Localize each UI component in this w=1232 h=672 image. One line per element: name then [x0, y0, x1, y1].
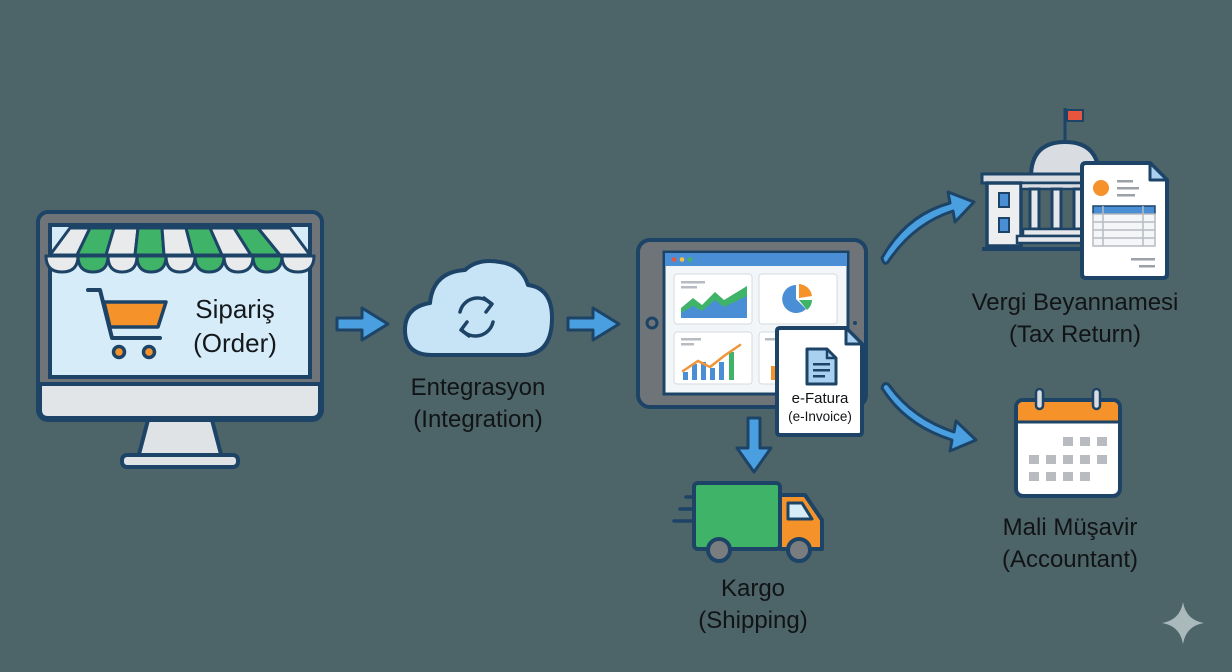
arrow-dashboard-to-shipping [735, 416, 773, 474]
accountant-label: Mali Müşavir (Accountant) [960, 512, 1180, 576]
arrow-order-to-integration [335, 306, 390, 342]
calendar-icon [1014, 387, 1122, 498]
invoice-label: e-Fatura (e-Invoice) [777, 390, 863, 425]
shipping-title: Kargo [720, 575, 786, 602]
shipping-label: Kargo (Shipping) [663, 573, 843, 637]
delivery-truck-icon [672, 481, 824, 563]
sparkle-icon [1162, 602, 1204, 644]
storefront-monitor-icon [36, 210, 324, 469]
tax-subtitle: (Tax Return) [1008, 321, 1142, 348]
invoice-subtitle: (e-Invoice) [788, 409, 852, 424]
pie-chart-panel [758, 273, 838, 325]
integration-subtitle: (Integration) [413, 406, 543, 433]
cloud-sync-icon [403, 259, 554, 357]
order-title: Sipariş [195, 294, 275, 324]
arrow-dashboard-to-tax [880, 190, 976, 265]
area-chart-panel [673, 273, 753, 325]
e-invoice-document-icon [775, 326, 864, 437]
arrow-dashboard-to-accountant [880, 382, 978, 453]
invoice-title: e-Fatura [791, 390, 849, 407]
tax-title: Vergi Beyannamesi [971, 289, 1179, 316]
accountant-title: Mali Müşavir [1002, 514, 1138, 541]
shopping-cart-icon [86, 288, 168, 360]
accountant-subtitle: (Accountant) [1001, 546, 1139, 573]
tax-return-document-icon [1080, 161, 1169, 280]
integration-label: Entegrasyon (Integration) [378, 372, 578, 436]
integration-title: Entegrasyon [410, 374, 546, 401]
order-label: Sipariş (Order) [180, 292, 290, 360]
arrow-integration-to-dashboard [566, 306, 621, 342]
government-building-icon [980, 108, 1104, 251]
tax-label: Vergi Beyannamesi (Tax Return) [945, 287, 1205, 351]
shipping-subtitle: (Shipping) [698, 607, 808, 634]
sync-arrows-icon [458, 296, 495, 338]
bar-line-chart-panel [673, 331, 753, 385]
order-subtitle: (Order) [193, 328, 277, 358]
